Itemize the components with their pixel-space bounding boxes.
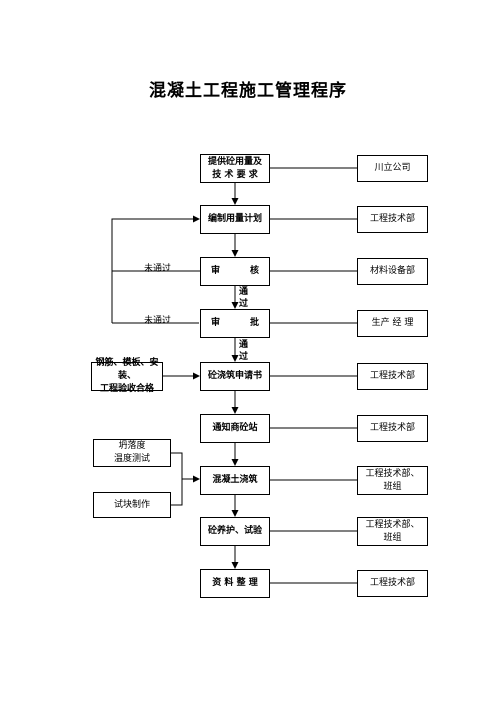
pass-label-2: 通 过	[239, 339, 251, 363]
dept-box-6-label: 工程技术部	[369, 423, 415, 433]
step-pour-application: 砼浇筑申请书	[200, 362, 270, 391]
dept-box-2: 工程技术部	[357, 206, 428, 233]
dept-box-9-label: 工程技术部	[369, 578, 415, 588]
dept-box-4-label: 生产 经 理	[371, 318, 414, 328]
step-pour-application-label: 砼浇筑申请书	[207, 371, 262, 381]
fail-label-2: 未通过	[144, 316, 172, 326]
step-usage-plan: 编制用量计划	[200, 205, 270, 234]
dept-box-7: 工程技术部、 班组	[357, 466, 428, 495]
inspection-line1: 钢筋、模板、安装、	[95, 358, 159, 381]
step-review-left: 审	[211, 266, 221, 276]
dept-box-3-label: 材料设备部	[369, 266, 415, 276]
step-approve-left: 审	[211, 318, 221, 328]
specimen-box: 试块制作	[93, 492, 171, 518]
slump-test-box: 坍落度 温度测试	[93, 439, 171, 467]
dept-box-2-label: 工程技术部	[369, 214, 415, 224]
step-notify-supplier-label: 通知商砼站	[212, 423, 258, 433]
dept-box-8-line1: 工程技术部、	[365, 519, 420, 530]
step-approve: 审 批	[200, 309, 270, 338]
dept-box-5-label: 工程技术部	[369, 371, 415, 381]
step-documentation: 资 料 整 理	[200, 569, 270, 598]
step-approve-right: 批	[249, 318, 259, 328]
specimen-label: 试块制作	[113, 499, 150, 510]
step-review-right: 核	[249, 266, 259, 276]
step-curing-testing: 砼养护、试验	[200, 517, 270, 546]
dept-box-1: 川立公司	[357, 155, 428, 182]
dept-box-7-line1: 工程技术部、	[365, 468, 420, 479]
inspection-line2: 工程验收合格	[99, 384, 154, 394]
dept-box-4: 生产 经 理	[357, 310, 428, 337]
dept-box-6: 工程技术部	[357, 415, 428, 442]
step-supply-requirements: 提供砼用量及 技 术 要 求	[200, 154, 270, 183]
step-concrete-pour: 混凝土浇筑	[200, 466, 270, 495]
dept-box-7-line2: 班组	[383, 481, 402, 492]
pass-label-1-char1: 通	[239, 287, 249, 297]
page-title: 混凝土工程施工管理程序	[149, 81, 347, 101]
dept-box-3: 材料设备部	[357, 258, 428, 285]
fail-label-1: 未通过	[144, 264, 172, 274]
pass-label-2-char1: 通	[239, 340, 249, 350]
slump-line1: 坍落度	[118, 441, 146, 451]
step-curing-testing-label: 砼养护、试验	[207, 526, 262, 536]
step-supply-line1: 提供砼用量及	[207, 156, 262, 167]
dept-box-1-label: 川立公司	[374, 163, 411, 173]
step-notify-supplier: 通知商砼站	[200, 414, 270, 443]
step-review: 审 核	[200, 257, 270, 286]
dept-box-8-line2: 班组	[383, 532, 402, 543]
step-documentation-label: 资 料 整 理	[212, 578, 258, 588]
step-supply-line2: 技 术 要 求	[212, 169, 258, 180]
inspection-box: 钢筋、模板、安装、 工程验收合格	[91, 358, 163, 394]
dept-box-9: 工程技术部	[357, 570, 428, 597]
pass-label-1: 通 过	[239, 286, 251, 310]
dept-box-8: 工程技术部、 班组	[357, 517, 428, 546]
step-usage-plan-label: 编制用量计划	[207, 214, 262, 224]
slump-line2: 温度测试	[113, 454, 150, 464]
dept-box-5: 工程技术部	[357, 363, 428, 390]
pass-label-1-char2: 过	[239, 299, 249, 309]
pass-label-2-char2: 过	[239, 352, 249, 362]
step-concrete-pour-label: 混凝土浇筑	[212, 475, 258, 485]
